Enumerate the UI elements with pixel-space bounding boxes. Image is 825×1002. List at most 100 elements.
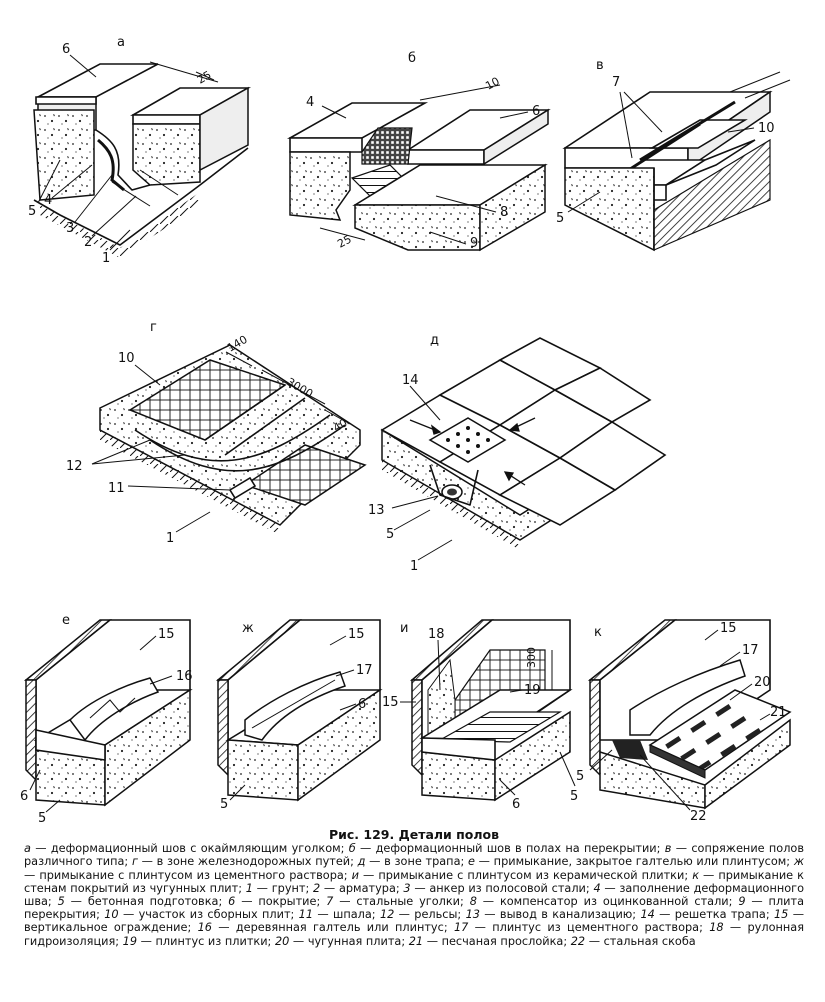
legend-key: 6 — [228, 895, 236, 909]
panel-zh-cement-plinth: ж 15 17 6 5 — [215, 619, 383, 812]
panel-d-letter: д — [430, 333, 439, 348]
legend-entry: 12 — рельсы; — [380, 908, 466, 921]
callout-k-22: 22 — [690, 809, 707, 824]
legend-key: и — [351, 868, 359, 882]
legend-entry: г — в зоне железнодорожных путей; — [132, 855, 358, 868]
legend-key: 21 — [408, 934, 424, 948]
legend-text: — заполнение деформационного шва; — [24, 881, 805, 909]
legend-entry: 19 — плинтус из плитки; — [123, 935, 275, 948]
callout-k-20: 20 — [754, 675, 771, 690]
legend-key: 1 — [245, 881, 253, 895]
legend-key: 16 — [197, 921, 212, 935]
callout-b-4: 4 — [306, 95, 314, 110]
callout-a-2: 2 — [84, 235, 92, 250]
legend-entry: 3 — анкер из полосовой стали; — [403, 882, 593, 895]
legend-entry: 4 — заполнение деформационного шва; — [24, 882, 804, 908]
legend-key: в — [664, 842, 672, 856]
panel-g-letter: г — [150, 320, 157, 335]
legend-text: — примыкание, закрытое галтелью или плин… — [474, 855, 794, 869]
panel-k-letter: к — [594, 625, 602, 640]
legend-key: ж — [793, 855, 804, 869]
legend-entry: 16 — деревянная галтель или плинтус; — [198, 921, 454, 934]
legend-key: 8 — [469, 895, 477, 909]
legend-entry: 1 — грунт; — [246, 882, 313, 895]
legend-entry: 13 — вывод в канализацию; — [466, 908, 641, 921]
legend-entry: 8 — компенсатор из оцинкованной стали; — [470, 895, 739, 908]
legend-text: — деформационный шов в полах на перекрыт… — [355, 842, 665, 856]
legend-key: 12 — [379, 908, 395, 922]
legend-text: — бетонная подготовка; — [64, 895, 229, 909]
legend-key: 9 — [738, 895, 746, 909]
legend-text: — деформационный шов с окаймляющим уголк… — [30, 842, 349, 856]
legend-entry: в — сопряжение полов различного типа; — [24, 842, 804, 868]
legend-text: — участок из сборных плит; — [118, 908, 299, 922]
legend-text: — деревянная галтель или плинтус; — [211, 921, 454, 935]
callout-a-3: 3 — [66, 221, 74, 236]
legend-text: — рулонная гидроизоляция; — [24, 921, 804, 948]
callout-g-12: 12 — [66, 459, 83, 474]
callout-v-10: 10 — [758, 121, 775, 136]
legend-entry: б — деформационный шов в полах на перекр… — [349, 842, 665, 855]
legend-key: 17 — [453, 921, 469, 935]
legend-key: а — [24, 842, 31, 856]
dim-b-25: 25 — [335, 233, 353, 251]
legend-key: 4 — [593, 881, 601, 895]
callout-g-11: 11 — [108, 481, 125, 496]
callout-k-5: 5 — [576, 769, 584, 784]
callout-e-5: 5 — [38, 811, 46, 825]
callout-k-17: 17 — [742, 643, 759, 658]
legend-text: — арматура; — [320, 881, 404, 895]
callout-e-16: 16 — [176, 669, 193, 684]
legend-text: — плинтус из плитки; — [137, 934, 275, 948]
callout-a-6: 6 — [62, 42, 70, 57]
legend-key: д — [357, 855, 366, 869]
legend-entry: ж — примыкание с плинтусом из цементного… — [24, 855, 804, 881]
callout-v-7: 7 — [612, 75, 620, 90]
panel-k-cast-iron-plates: к 15 17 20 21 — [576, 619, 792, 824]
callout-d-13: 13 — [368, 503, 385, 518]
callout-zh-15: 15 — [348, 627, 365, 642]
callout-d-14: 14 — [402, 373, 419, 388]
panel-i-tile-plinth: и 300 18 15 19 6 5 — [382, 619, 578, 812]
panel-v-letter: в — [596, 58, 604, 73]
legend-entry: 9 — плита перекрытия; — [24, 895, 804, 921]
callout-zh-17: 17 — [356, 663, 373, 678]
callout-k-15: 15 — [720, 621, 737, 636]
legend-key: 3 — [403, 881, 411, 895]
legend-text: — шпала; — [313, 908, 380, 922]
legend-text: — рельсы; — [394, 908, 466, 922]
legend-entry: 15 — вертикальное ограждение; — [24, 908, 804, 934]
legend-entry: 20 — чугунная плита; — [275, 935, 409, 948]
legend-entry: 18 — рулонная гидроизоляция; — [24, 921, 804, 947]
callout-i-19: 19 — [524, 683, 541, 698]
callout-zh-5: 5 — [220, 797, 228, 812]
legend-entry: 10 — участок из сборных плит; — [104, 908, 298, 921]
callout-e-15: 15 — [158, 627, 175, 642]
legend-text: — покрытие; — [235, 895, 327, 909]
panel-a-deformation-joint: а 25 6 5 4 3 2 1 — [28, 35, 252, 266]
legend-key: б — [348, 842, 356, 856]
legend-text: — примыкание к стенам покрытий из чугунн… — [24, 868, 804, 895]
legend-entry: 21 — песчаная прослойка; — [409, 935, 571, 948]
panel-d-drain-zone: д 14 13 5 — [368, 333, 667, 574]
callout-i-18: 18 — [428, 627, 445, 642]
legend-entry: 6 — покрытие; — [228, 895, 326, 908]
legend-text: — вывод в канализацию; — [479, 908, 641, 922]
legend-text: — песчаная прослойка; — [423, 934, 571, 948]
legend-entry: 11 — шпала; — [299, 908, 380, 921]
callout-g-1: 1 — [166, 531, 174, 546]
legend-entry: и — примыкание с плинтусом из керамическ… — [352, 869, 693, 882]
legend-text: — примыкание с плинтусом из керамической… — [358, 868, 693, 882]
legend-key: 20 — [274, 934, 290, 948]
callout-b-9: 9 — [470, 236, 478, 251]
dim-i-300: 300 — [525, 647, 538, 668]
legend-text: — в зоне трапа; — [365, 855, 469, 869]
figure-legend: а — деформационный шов с окаймляющим уго… — [24, 842, 804, 948]
legend-text: — стальные уголки; — [333, 895, 470, 909]
panel-e-fillet-junction: е 15 16 6 5 — [20, 613, 193, 825]
panel-b-letter: б — [408, 51, 416, 66]
callout-d-1: 1 — [410, 559, 418, 574]
legend-text: — анкер из полосовой стали; — [410, 881, 594, 895]
legend-text: — в зоне железнодорожных путей; — [137, 855, 358, 869]
callout-i-15: 15 — [382, 695, 399, 710]
